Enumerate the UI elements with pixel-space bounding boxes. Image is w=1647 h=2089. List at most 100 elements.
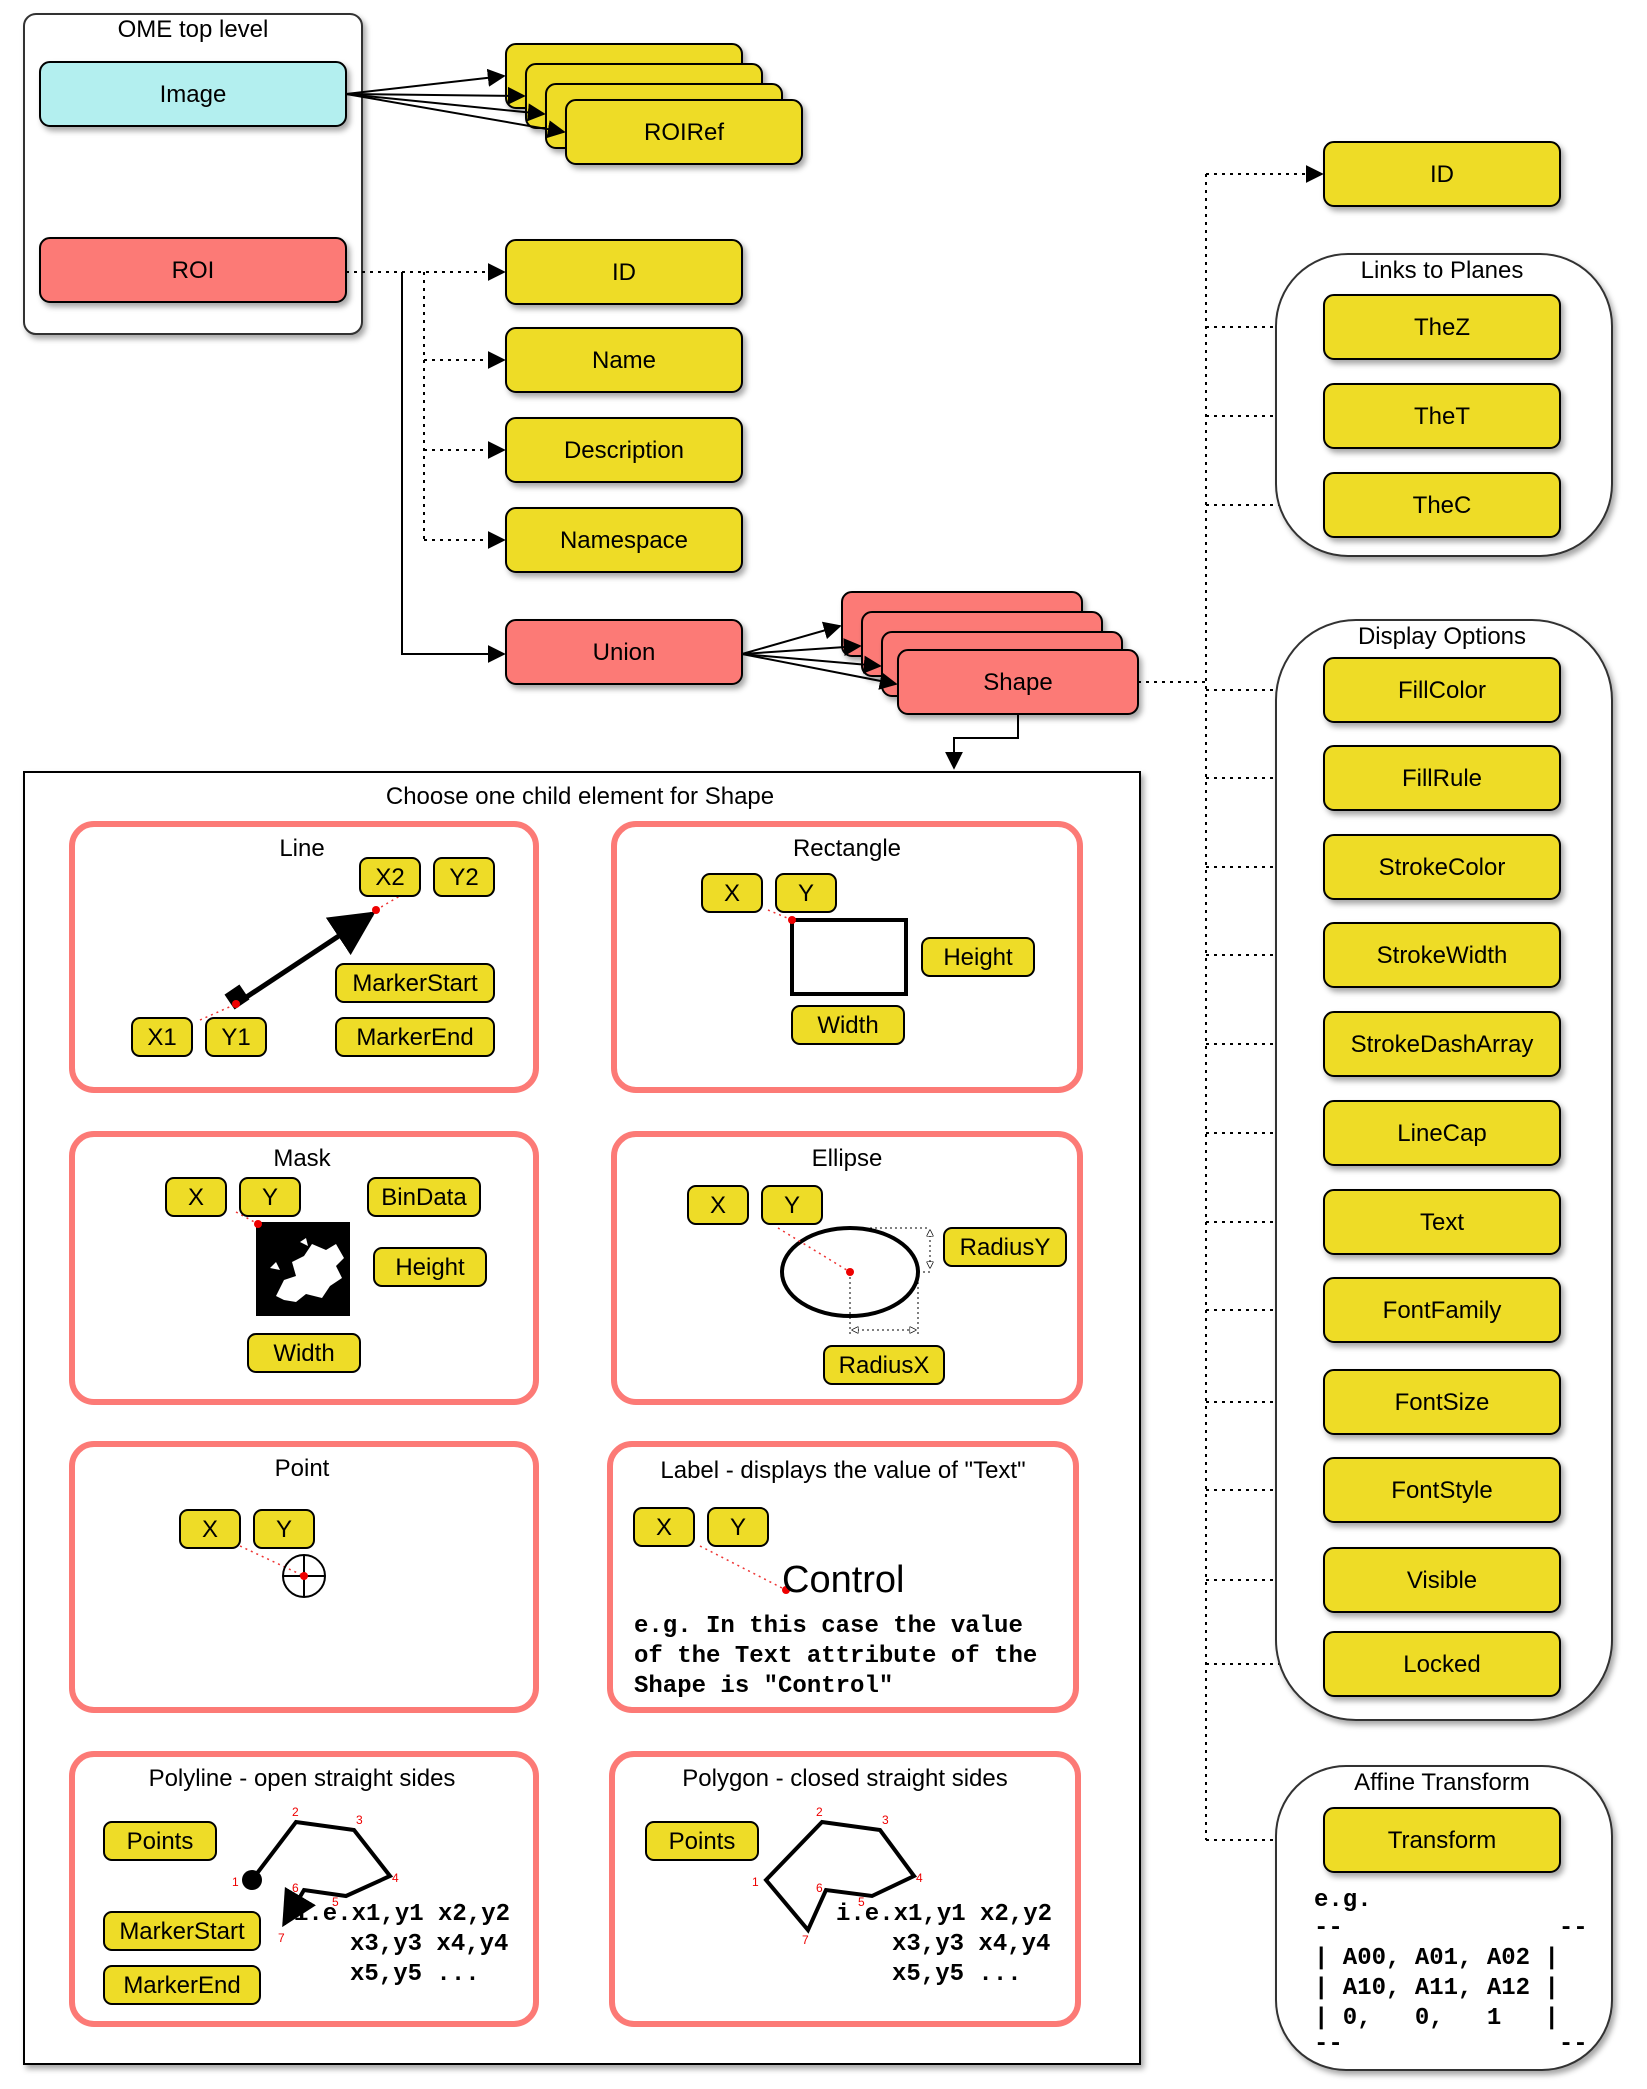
polyline-points-node[interactable]: Points (103, 1821, 217, 1861)
display-option-fontstyle[interactable]: FontStyle (1323, 1457, 1561, 1523)
mask-image (256, 1222, 350, 1316)
roi-connectors (346, 263, 506, 663)
fillcolor-label: FillColor (1398, 677, 1486, 704)
roi-description-node[interactable]: Description (505, 417, 743, 483)
rectangle-panel[interactable]: Rectangle X Y Height Width (611, 821, 1083, 1093)
roi-id-node[interactable]: ID (505, 239, 743, 305)
polyline-points-label: Points (127, 1828, 194, 1855)
polyline-v3: 3 (356, 1813, 363, 1827)
display-option-strokedasharray[interactable]: StrokeDashArray (1323, 1011, 1561, 1077)
mask-title: Mask (273, 1145, 331, 1172)
line-x2-node[interactable]: X2 (359, 857, 421, 897)
ellipse-x-node[interactable]: X (687, 1185, 749, 1225)
polygon-eg-0: i.e.x1,y1 x2,y2 (836, 1901, 1052, 1928)
roi-namespace-node[interactable]: Namespace (505, 507, 743, 573)
rectangle-height-label: Height (943, 944, 1013, 971)
shape-stack[interactable]: Shape (841, 591, 1139, 715)
mask-height-node[interactable]: Height (373, 1247, 487, 1287)
thez-label: TheZ (1414, 314, 1470, 341)
label-title: Label - displays the value of "Text" (660, 1457, 1025, 1484)
links-to-planes-title: Links to Planes (1361, 257, 1524, 284)
display-options-title: Display Options (1358, 623, 1526, 650)
line-y1-node[interactable]: Y1 (205, 1017, 267, 1057)
mask-x-node[interactable]: X (165, 1177, 227, 1217)
line-x1-node[interactable]: X1 (131, 1017, 193, 1057)
point-panel[interactable]: Point X Y (69, 1441, 539, 1713)
text-label: Text (1420, 1209, 1464, 1236)
rectangle-height-node[interactable]: Height (921, 937, 1035, 977)
point-y-label: Y (276, 1516, 292, 1543)
fontstyle-label: FontStyle (1391, 1477, 1492, 1504)
thec-node[interactable]: TheC (1323, 472, 1561, 538)
roi-node[interactable]: ROI (39, 237, 347, 303)
label-x-node[interactable]: X (633, 1507, 695, 1547)
polyline-markerstart-node[interactable]: MarkerStart (103, 1911, 261, 1951)
line-markerend-node[interactable]: MarkerEnd (335, 1017, 495, 1057)
mask-bindata-node[interactable]: BinData (367, 1177, 481, 1217)
display-option-locked[interactable]: Locked (1323, 1631, 1561, 1697)
display-option-fillrule[interactable]: FillRule (1323, 745, 1561, 811)
union-node[interactable]: Union (505, 619, 743, 685)
image-node[interactable]: Image (39, 61, 347, 127)
display-option-fontfamily[interactable]: FontFamily (1323, 1277, 1561, 1343)
mask-x-label: X (188, 1184, 204, 1211)
transform-example: e.g. -- -- | A00, A01, A02 | | A10, A11,… (1314, 1887, 1588, 2058)
polyline-markerend-node[interactable]: MarkerEnd (103, 1965, 261, 2005)
line-markerstart-node[interactable]: MarkerStart (335, 963, 495, 1003)
transform-eg-1: -- -- (1314, 1915, 1588, 1942)
label-panel[interactable]: Label - displays the value of "Text" Con… (607, 1441, 1079, 1713)
polyline-title: Polyline - open straight sides (149, 1765, 456, 1792)
ellipse-radiusx-label: RadiusX (839, 1352, 930, 1379)
mask-panel[interactable]: Mask X Y BinData Height Width (69, 1131, 539, 1405)
point-y-node[interactable]: Y (253, 1509, 315, 1549)
display-option-text[interactable]: Text (1323, 1189, 1561, 1255)
ellipse-radiusx-node[interactable]: RadiusX (823, 1345, 945, 1385)
roiref-stack[interactable]: ROIRef (505, 43, 803, 165)
polyline-eg-1: x3,y3 x4,y4 (278, 1931, 508, 1958)
shape-id-node[interactable]: ID (1323, 141, 1561, 207)
fillrule-label: FillRule (1402, 765, 1482, 792)
display-option-fillcolor[interactable]: FillColor (1323, 657, 1561, 723)
transform-node[interactable]: Transform (1323, 1807, 1561, 1873)
rectangle-y-node[interactable]: Y (775, 873, 837, 913)
ellipse-x-label: X (710, 1192, 726, 1219)
image-to-roiref-arrows (345, 68, 566, 139)
thet-node[interactable]: TheT (1323, 383, 1561, 449)
ellipse-y-node[interactable]: Y (761, 1185, 823, 1225)
roi-name-label: Name (592, 347, 656, 374)
polygon-v3: 3 (882, 1813, 889, 1827)
display-option-linecap[interactable]: LineCap (1323, 1100, 1561, 1166)
display-option-strokewidth[interactable]: StrokeWidth (1323, 922, 1561, 988)
display-option-fontsize[interactable]: FontSize (1323, 1369, 1561, 1435)
fontfamily-label: FontFamily (1383, 1297, 1502, 1324)
ellipse-y-label: Y (784, 1192, 800, 1219)
ellipse-panel[interactable]: Ellipse X Y RadiusY RadiusX (611, 1131, 1083, 1405)
mask-y-node[interactable]: Y (239, 1177, 301, 1217)
polygon-v6: 6 (816, 1881, 823, 1895)
polyline-panel[interactable]: Polyline - open straight sides 1 2 3 4 5… (69, 1751, 539, 2027)
polygon-v5: 5 (858, 1895, 865, 1909)
thez-node[interactable]: TheZ (1323, 294, 1561, 360)
ellipse-radiusy-node[interactable]: RadiusY (943, 1227, 1067, 1267)
roi-name-node[interactable]: Name (505, 327, 743, 393)
union-label: Union (593, 639, 656, 666)
polygon-points-node[interactable]: Points (645, 1821, 759, 1861)
line-panel[interactable]: Line X2 Y2 MarkerStart MarkerEnd X1 Y1 (69, 821, 539, 1093)
mask-width-node[interactable]: Width (247, 1333, 361, 1373)
display-option-visible[interactable]: Visible (1323, 1547, 1561, 1613)
display-option-strokecolor[interactable]: StrokeColor (1323, 834, 1561, 900)
point-crosshair-icon (282, 1554, 326, 1598)
polygon-panel[interactable]: Polygon - closed straight sides 1 2 3 4 … (609, 1751, 1081, 2027)
rectangle-width-node[interactable]: Width (791, 1005, 905, 1045)
transform-eg-0: e.g. (1314, 1887, 1372, 1914)
rectangle-x-node[interactable]: X (701, 873, 763, 913)
polygon-v2: 2 (816, 1805, 823, 1819)
polygon-eg-2: x5,y5 ... (820, 1961, 1022, 1988)
union-to-shape-arrows (741, 621, 1019, 770)
rectangle-title: Rectangle (793, 835, 901, 862)
point-x-node[interactable]: X (179, 1509, 241, 1549)
line-y2-node[interactable]: Y2 (433, 857, 495, 897)
transform-eg-4: | 0, 0, 1 | (1314, 2005, 1559, 2032)
roi-id-label: ID (612, 259, 636, 286)
label-y-node[interactable]: Y (707, 1507, 769, 1547)
